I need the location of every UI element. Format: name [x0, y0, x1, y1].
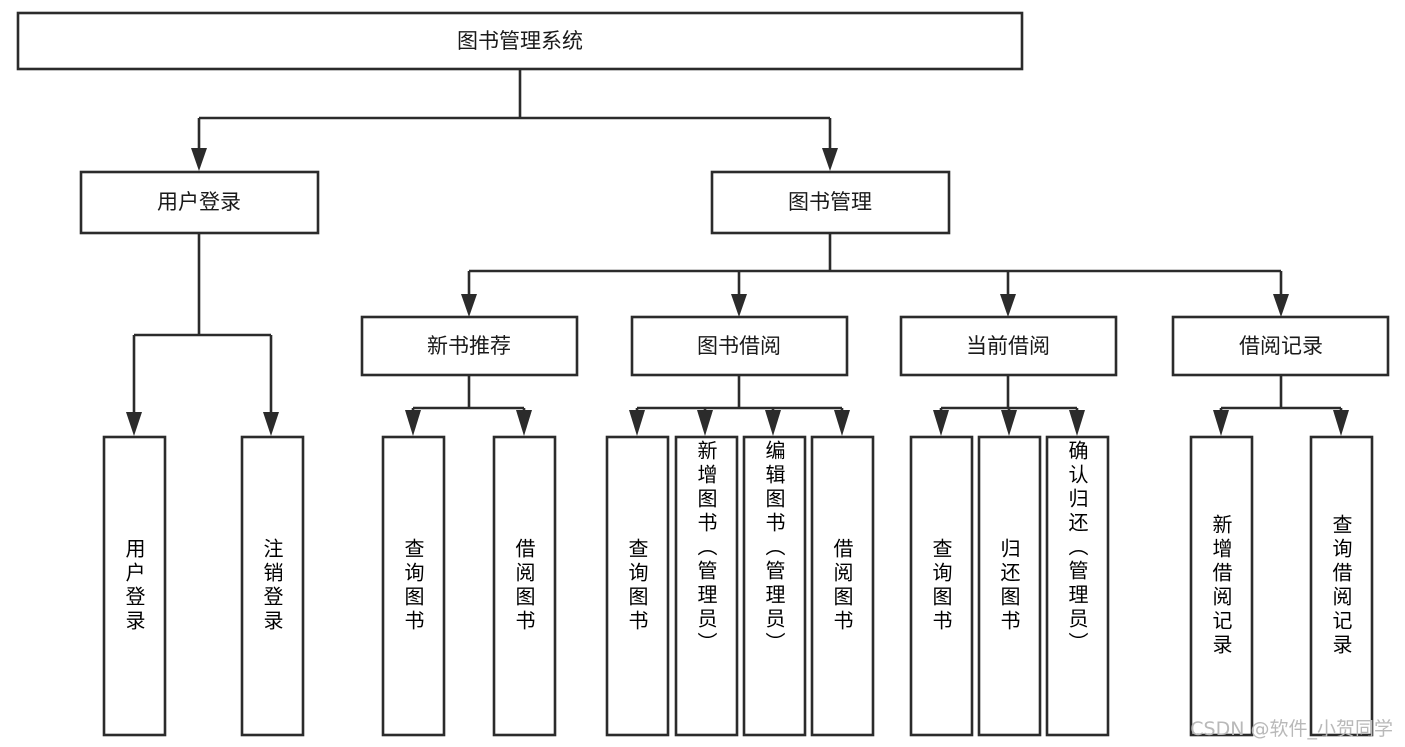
leaf-borrow-records-1-box[interactable] [1309, 435, 1374, 737]
leaf-current-borrow-0-label-wrap: 查询图书 [929, 538, 953, 634]
leaf-borrow-records-0-box[interactable] [1189, 435, 1254, 737]
leaf-borrow-records-0-label: 新增借阅记录 [1209, 514, 1233, 658]
arrowhead-leaf-current-borrow-1 [1001, 410, 1017, 436]
leaf-new-book-0-label: 查询图书 [401, 538, 425, 634]
node-new-book-recommend-box[interactable] [360, 315, 579, 377]
leaf-book-borrow-2-label-wrap: 编辑图书（管理员） [762, 440, 786, 656]
leaf-current-borrow-2-label-wrap: 确认归还（管理员） [1065, 440, 1089, 656]
arrowhead-new-book [461, 294, 477, 317]
arrowhead-leaf-book-borrow-3 [834, 410, 850, 436]
leaf-current-borrow-0-label: 查询图书 [929, 538, 953, 634]
node-book-manage[interactable]: 图书管理 [710, 170, 951, 235]
node-book-manage-label: 图书管理 [788, 190, 872, 214]
leaf-borrow-records-0[interactable]: 新增借阅记录 [1189, 435, 1254, 737]
leaf-user-login-1-label: 注销登录 [260, 538, 284, 634]
leaf-book-borrow-0-box[interactable] [605, 435, 670, 737]
arrowhead-leaf-current-borrow-0 [933, 410, 949, 436]
leaf-new-book-0-box[interactable] [381, 435, 446, 737]
leaf-borrow-records-0-label-wrap: 新增借阅记录 [1209, 514, 1233, 658]
arrowhead-leaf-borrow-records-1 [1333, 410, 1349, 436]
node-current-borrow-label: 当前借阅 [966, 334, 1050, 358]
node-user-login[interactable]: 用户登录 [79, 170, 320, 235]
leaf-user-login-1-box[interactable] [240, 435, 305, 737]
arrowhead-leaf-user-login-1 [263, 412, 279, 436]
leaf-current-borrow-1-box[interactable] [977, 435, 1042, 737]
leaf-book-borrow-3-label-wrap: 借阅图书 [830, 538, 854, 634]
connector-layer [126, 69, 1349, 436]
leaf-book-borrow-1[interactable]: 新增图书（管理员） [674, 435, 739, 737]
leaf-book-borrow-3[interactable]: 借阅图书 [810, 435, 875, 737]
leaf-book-borrow-2-box[interactable] [742, 435, 807, 737]
leaf-book-borrow-0-label-wrap: 查询图书 [625, 538, 649, 634]
leaf-book-borrow-2-label: 编辑图书（管理员） [762, 440, 786, 656]
node-root-label: 图书管理系统 [457, 29, 583, 53]
leaf-user-login-0[interactable]: 用户登录 [102, 435, 167, 737]
leaf-book-borrow-3-label: 借阅图书 [830, 538, 854, 634]
leaf-new-book-0[interactable]: 查询图书 [381, 435, 446, 737]
leaf-current-borrow-0-box[interactable] [909, 435, 974, 737]
node-book-borrow[interactable]: 图书借阅 [630, 315, 849, 377]
leaf-new-book-1-label: 借阅图书 [512, 538, 536, 634]
leaf-user-login-0-box[interactable] [102, 435, 167, 737]
leaf-current-borrow-2[interactable]: 确认归还（管理员） [1045, 435, 1110, 737]
leaf-new-book-1-box[interactable] [492, 435, 557, 737]
leaf-new-book-0-label-wrap: 查询图书 [401, 538, 425, 634]
arrowhead-user-login [191, 148, 207, 171]
node-book-manage-box[interactable] [710, 170, 951, 235]
node-new-book-recommend[interactable]: 新书推荐 [360, 315, 579, 377]
leaf-user-login-0-label: 用户登录 [122, 538, 146, 634]
arrowhead-leaf-book-borrow-0 [629, 410, 645, 436]
leaf-book-borrow-0[interactable]: 查询图书 [605, 435, 670, 737]
leaf-book-borrow-0-label: 查询图书 [625, 538, 649, 634]
node-root-box[interactable] [16, 11, 1024, 71]
arrowhead-leaf-new-book-0 [405, 410, 421, 436]
leaf-book-borrow-1-label: 新增图书（管理员） [694, 440, 718, 656]
node-user-login-label: 用户登录 [157, 190, 241, 214]
arrowhead-leaf-new-book-1 [516, 410, 532, 436]
node-borrow-records-label: 借阅记录 [1239, 334, 1323, 358]
leaf-book-borrow-3-box[interactable] [810, 435, 875, 737]
arrowhead-leaf-book-borrow-1 [697, 410, 713, 436]
node-current-borrow[interactable]: 当前借阅 [899, 315, 1118, 377]
leaf-borrow-records-1[interactable]: 查询借阅记录 [1309, 435, 1374, 737]
leaf-current-borrow-1[interactable]: 归还图书 [977, 435, 1042, 737]
node-new-book-recommend-label: 新书推荐 [427, 334, 511, 358]
arrowhead-leaf-current-borrow-2 [1069, 410, 1085, 436]
arrowhead-book-manage [822, 148, 838, 171]
leaf-new-book-1[interactable]: 借阅图书 [492, 435, 557, 737]
node-borrow-records[interactable]: 借阅记录 [1171, 315, 1390, 377]
arrowhead-book-borrow [731, 294, 747, 317]
leaf-user-login-1[interactable]: 注销登录 [240, 435, 305, 737]
arrowhead-leaf-borrow-records-0 [1213, 410, 1229, 436]
leaf-book-borrow-1-box[interactable] [674, 435, 739, 737]
leaf-user-login-0-label-wrap: 用户登录 [122, 538, 146, 634]
leaf-new-book-1-label-wrap: 借阅图书 [512, 538, 536, 634]
node-book-borrow-box[interactable] [630, 315, 849, 377]
leaf-user-login-1-label-wrap: 注销登录 [260, 538, 284, 634]
node-user-login-box[interactable] [79, 170, 320, 235]
node-borrow-records-box[interactable] [1171, 315, 1390, 377]
arrowhead-leaf-book-borrow-2 [765, 410, 781, 436]
leaf-current-borrow-1-label: 归还图书 [997, 538, 1021, 634]
leaf-borrow-records-1-label-wrap: 查询借阅记录 [1329, 514, 1353, 658]
arrowhead-leaf-user-login-0 [126, 412, 142, 436]
leaf-current-borrow-2-box[interactable] [1045, 435, 1110, 737]
leaf-current-borrow-0[interactable]: 查询图书 [909, 435, 974, 737]
leaf-current-borrow-2-label: 确认归还（管理员） [1065, 440, 1089, 656]
arrowhead-borrow-records [1273, 294, 1289, 317]
leaf-borrow-records-1-label: 查询借阅记录 [1329, 514, 1353, 658]
node-book-borrow-label: 图书借阅 [697, 334, 781, 358]
leaf-current-borrow-1-label-wrap: 归还图书 [997, 538, 1021, 634]
node-root[interactable]: 图书管理系统 [16, 11, 1024, 71]
arrowhead-current-borrow [1000, 294, 1016, 317]
leaf-book-borrow-1-label-wrap: 新增图书（管理员） [694, 440, 718, 656]
node-current-borrow-box[interactable] [899, 315, 1118, 377]
leaf-book-borrow-2[interactable]: 编辑图书（管理员） [742, 435, 807, 737]
